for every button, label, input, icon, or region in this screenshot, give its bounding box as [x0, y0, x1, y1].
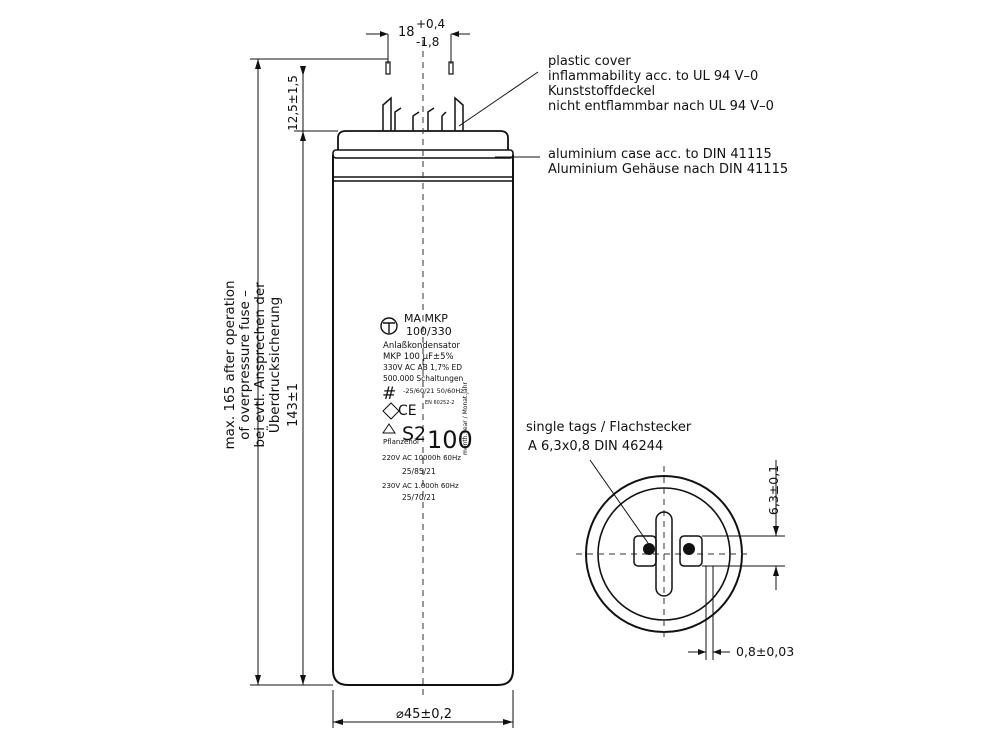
- brand-logo-icon: [380, 317, 398, 335]
- dim-case-height: 143±1: [286, 383, 301, 427]
- dimension-diameter: ⌀45±0,2: [332, 690, 514, 728]
- vde-mark-icon: [382, 402, 400, 420]
- label-ce: CE: [398, 403, 417, 419]
- case-callout-line-1: aluminium case acc. to DIN 41115: [548, 147, 772, 162]
- max-note-line-4: Überdrucksicherung: [265, 297, 283, 433]
- label-line-7: 25/85/21: [402, 467, 436, 476]
- tags-callout-line-2: A 6,3x0,8 DIN 46244: [528, 439, 663, 454]
- dim-tag-thickness: 0,8±0,03: [736, 644, 794, 659]
- dim-tag-spacing-plus: +0,4: [416, 17, 445, 31]
- terminal-tags-side: [382, 61, 464, 131]
- label-line-5: -25/60/21 50/60Hz: [403, 387, 464, 395]
- label-line-8: 230V AC 1.000h 60Hz: [382, 482, 459, 490]
- max-note-line-1: max. 165 after operation: [222, 280, 238, 449]
- label-en-code: EN 60252-2: [425, 400, 454, 406]
- label-line-2: MKP 100 µF±5%: [383, 352, 454, 362]
- dimension-tag-thickness: [688, 566, 730, 660]
- cover-callout-line-4: nicht entflammbar nach UL 94 V–0: [548, 99, 774, 114]
- dim-tag-width: 6,3±0,1: [766, 465, 781, 515]
- label-line-9: 25/70/21: [402, 493, 436, 502]
- dim-diameter: ⌀45±0,2: [396, 707, 452, 722]
- top-view: [576, 459, 752, 642]
- label-type: 100/330: [406, 325, 452, 338]
- max-note-line-3: bei evtl. Ansprechen der: [252, 282, 268, 448]
- dim-tag-spacing-minus: -1,8: [416, 35, 439, 49]
- case-callout-line-2: Aluminium Gehäuse nach DIN 41115: [548, 162, 788, 177]
- dim-tag-spacing-main: 18: [398, 25, 415, 40]
- label-brand: MA MKP: [404, 312, 448, 325]
- max-height-note: max. 165 after operation of overpressure…: [222, 280, 283, 449]
- dimension-lines-left: [250, 58, 388, 686]
- fuse-mark-icon: [382, 423, 396, 434]
- label-line-4: 500.000 Schaltungen: [383, 374, 464, 383]
- dimension-tag-width: [702, 460, 785, 590]
- capacitor-body: [332, 40, 514, 700]
- max-note-line-2: of overpressure fuse –: [237, 290, 253, 440]
- label-code: 100: [427, 426, 473, 454]
- hash-symbol: #: [382, 384, 396, 404]
- label-line-6: 220V AC 10000h 60Hz: [382, 454, 461, 462]
- product-label: MA MKP 100/330 Anlaßkondensator MKP 100 …: [380, 312, 473, 502]
- cover-callout-line-3: Kunststoffdeckel: [548, 84, 655, 99]
- label-s2: S2: [402, 423, 426, 445]
- label-date-note: month.year / Monat.Jahr: [462, 382, 469, 455]
- label-maker: Pflanzenöl: [383, 438, 419, 446]
- dim-tag-height: 12,5±1,5: [286, 75, 300, 131]
- label-line-1: Anlaßkondensator: [383, 341, 461, 351]
- label-line-3: 330V AC AB 1,7% ED: [383, 363, 462, 372]
- tags-callout-line-1: single tags / Flachstecker: [526, 420, 692, 435]
- cover-callout-line-1: plastic cover: [548, 54, 631, 69]
- dimension-tag-spacing: 18 +0,4 -1,8: [366, 17, 470, 64]
- callout-leaders: [458, 71, 540, 158]
- cover-callout-line-2: inflammability acc. to UL 94 V–0: [548, 69, 758, 84]
